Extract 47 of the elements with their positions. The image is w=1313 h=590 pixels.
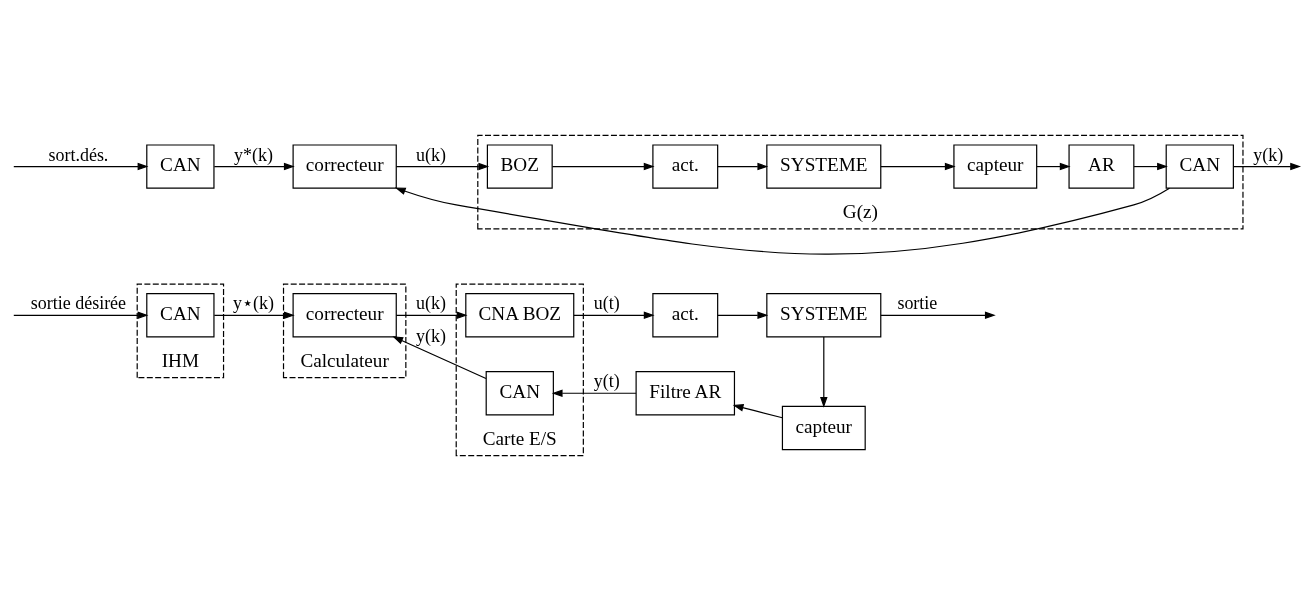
- node-box: CNA BOZ: [465, 292, 575, 337]
- edge-label: y(t): [593, 370, 620, 391]
- node-box: correcteur: [292, 143, 397, 189]
- arrow: [880, 311, 996, 319]
- node-box: Filtre AR: [635, 370, 736, 415]
- edge-label: sortie: [897, 292, 938, 313]
- arrow: [392, 335, 487, 379]
- edge-label: y*(k): [234, 144, 273, 165]
- arrow: [1133, 162, 1168, 170]
- node-box: capteur: [781, 405, 866, 450]
- node-box: SYSTEME: [766, 143, 882, 189]
- node-box: capteur: [953, 143, 1038, 189]
- node-box: CAN: [1165, 143, 1234, 189]
- arrow: [820, 335, 828, 408]
- node-box: AR: [1068, 143, 1135, 189]
- edge-label: sortie désirée: [30, 292, 127, 313]
- edge-label: u(k): [416, 292, 446, 313]
- arrow: [394, 187, 1171, 255]
- node-box: CAN: [146, 143, 215, 189]
- node-box: act.: [652, 292, 719, 337]
- arrow: [880, 162, 956, 170]
- arrow: [551, 162, 655, 170]
- node-box: CAN: [485, 370, 554, 415]
- arrow: [395, 311, 468, 319]
- arrow: [551, 388, 637, 397]
- arrow: [1233, 162, 1302, 170]
- edge-label: u(t): [593, 292, 620, 313]
- arrow: [13, 311, 149, 319]
- arrow: [213, 311, 295, 319]
- node-box: act.: [652, 143, 719, 189]
- arrow: [213, 162, 295, 170]
- edge-label: y(k): [416, 325, 446, 346]
- arrow: [573, 311, 655, 319]
- node-box: SYSTEME: [766, 292, 882, 337]
- edge-label: y(k): [1253, 144, 1284, 165]
- arrow: [717, 311, 769, 319]
- arrow: [1036, 162, 1071, 170]
- node-box: CAN: [146, 292, 215, 337]
- node-box: correcteur: [292, 292, 397, 337]
- edge-label: u(k): [416, 144, 446, 165]
- edge-label: y⋆(k): [233, 292, 274, 313]
- node-box: BOZ: [486, 143, 553, 189]
- arrow: [395, 162, 490, 170]
- arrow: [13, 162, 149, 170]
- edge-label: sort.dés.: [48, 144, 109, 165]
- arrow: [732, 403, 783, 418]
- arrow: [717, 162, 769, 170]
